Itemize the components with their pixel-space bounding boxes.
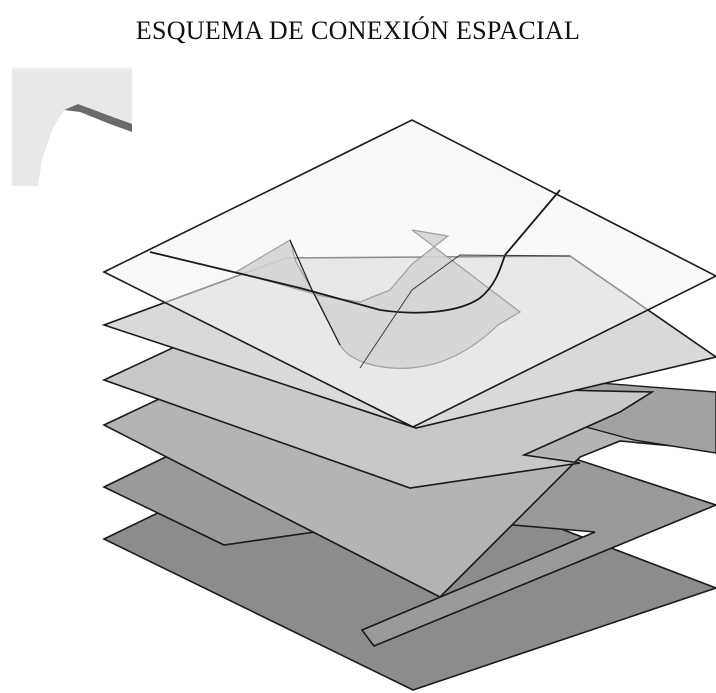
diagram-title: ESQUEMA DE CONEXIÓN ESPACIAL xyxy=(135,16,581,45)
top-slab-diagonal xyxy=(289,239,341,346)
floor-plate-6 xyxy=(102,119,716,428)
top-slab-opening-edge xyxy=(149,189,561,314)
ramp-edge xyxy=(359,254,571,369)
corner-thumbnail xyxy=(12,67,132,186)
floor-layer-6 xyxy=(102,119,716,428)
